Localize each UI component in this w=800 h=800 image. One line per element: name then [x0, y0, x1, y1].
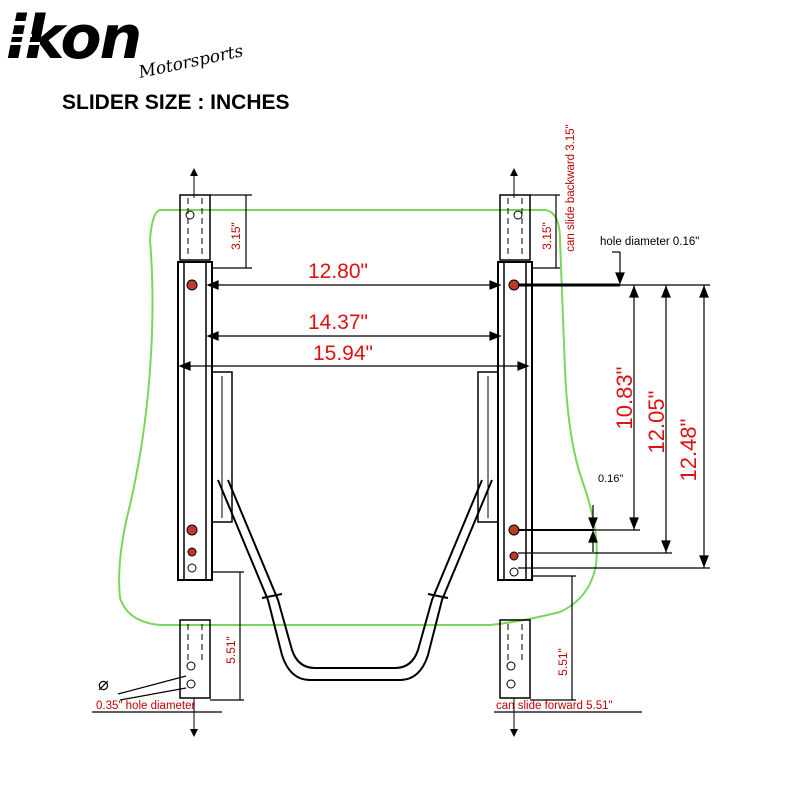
width-label-15-94: 15.94": [313, 342, 373, 365]
leader-line: [119, 687, 187, 701]
width-label-12-80: 12.80": [308, 260, 368, 283]
hole-diameter-large-note: 0.35" hole diameter: [96, 700, 196, 712]
page-title: SLIDER SIZE : INCHES: [62, 91, 290, 114]
ikon-logo: ikon Motorsports: [6, 3, 245, 83]
left-rail-bottom-extension: [179, 619, 211, 699]
height-label-12-05: 12.05": [644, 391, 669, 454]
height-label-10-83: 10.83": [612, 367, 637, 430]
bottom-offset-dimensions: [210, 571, 576, 701]
arrow-left-icon: [206, 331, 219, 341]
hole-diameter-leader: [92, 675, 642, 713]
rail-hole: [513, 210, 523, 220]
left-rail: [177, 168, 233, 737]
top-offset-right-label: 3.15": [540, 222, 554, 250]
width-label-14-37: 14.37": [308, 311, 368, 334]
rail-hole: [186, 661, 196, 671]
left-rail-top-extension: [179, 194, 211, 261]
rail-hole: [509, 567, 519, 577]
bottom-offset-right-label: 5.51": [556, 648, 570, 676]
right-rail: [477, 168, 533, 737]
logo-streak: [10, 42, 40, 45]
top-offset-left-label: 3.15": [229, 222, 243, 250]
bottom-offset-left-label: 5.51": [224, 636, 238, 664]
bolt-icon: [508, 524, 520, 536]
rail-hole: [185, 210, 195, 220]
leader-line: [117, 675, 187, 695]
arrow-up-icon: [661, 285, 671, 298]
arrow-up-icon: [190, 168, 198, 176]
arrow-left-icon: [206, 280, 219, 290]
arrow-down-icon: [588, 517, 598, 530]
arrow-down-icon: [699, 555, 709, 568]
rail-hole: [187, 563, 197, 573]
release-bar: [217, 479, 493, 681]
arrow-left-icon: [178, 361, 191, 371]
arrow-right-icon: [517, 361, 530, 371]
bolt-icon: [186, 524, 198, 536]
height-label-12-48: 12.48": [676, 419, 701, 482]
right-rail-bracket: [477, 371, 499, 523]
bolt-icon: [508, 279, 520, 291]
arrow-down-icon: [190, 729, 198, 737]
arrow-right-icon: [489, 280, 502, 290]
arrow-right-icon: [489, 331, 502, 341]
diameter-symbol-icon: ⌀: [98, 674, 109, 694]
rail-hole: [186, 679, 196, 689]
arrow-down-icon: [661, 540, 671, 553]
slide-backward-note: can slide backward 3.15": [565, 124, 577, 251]
bolt-icon: [509, 551, 519, 561]
right-rail-top-extension: [499, 194, 531, 261]
arrow-down-icon: [629, 517, 639, 530]
offset-label-0-16: 0.16": [598, 473, 623, 485]
arrow-down-icon: [510, 729, 518, 737]
arrow-up-icon: [588, 530, 598, 543]
arrow-up-icon: [510, 168, 518, 176]
hole-diameter-small-note: hole diameter 0.16": [600, 236, 699, 248]
width-dimensions: [178, 280, 530, 371]
bolt-icon: [186, 279, 198, 291]
rail-hole: [506, 679, 516, 689]
logo-subtitle: Motorsports: [136, 41, 245, 83]
rail-hole: [506, 661, 516, 671]
top-offset-dimensions: [210, 194, 560, 269]
left-rail-bracket: [211, 371, 233, 523]
arrow-up-icon: [629, 285, 639, 298]
bolt-icon: [187, 547, 197, 557]
right-rail-bottom-extension: [499, 619, 531, 699]
arrow-down-icon: [615, 272, 625, 285]
slide-forward-note: can slide forward 5.51": [496, 700, 613, 712]
logo-wordmark: ikon: [6, 3, 140, 73]
arrow-up-icon: [699, 285, 709, 298]
logo-streak: [10, 34, 32, 37]
seat-outline: [118, 209, 598, 626]
